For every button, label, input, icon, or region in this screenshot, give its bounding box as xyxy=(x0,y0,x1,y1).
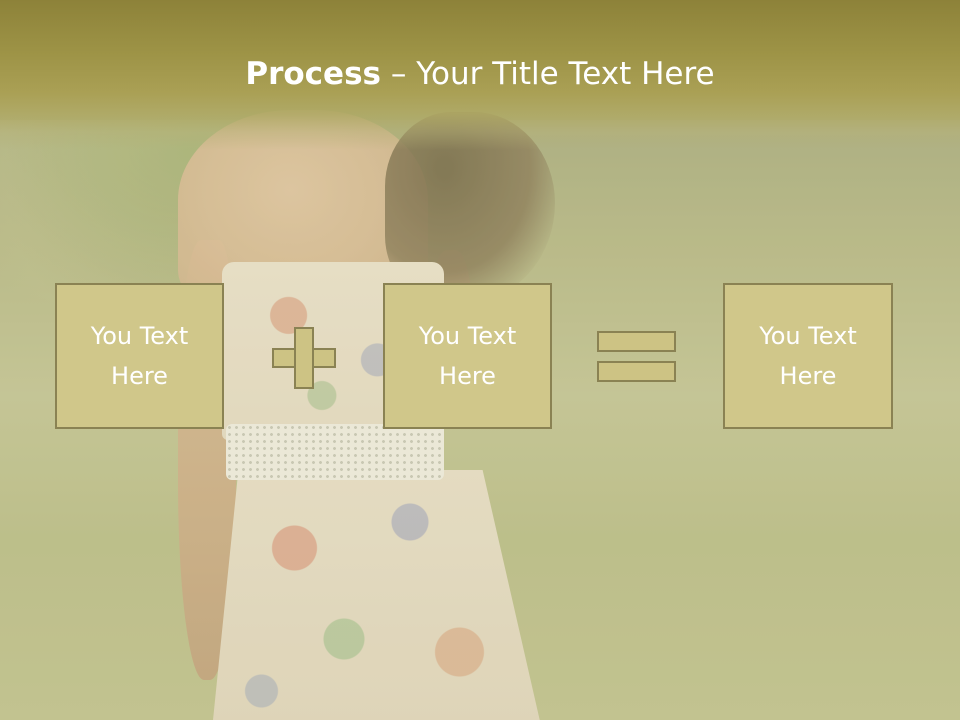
process-box-1-text: You Text Here xyxy=(90,322,189,390)
slide-title[interactable]: Process – Your Title Text Here xyxy=(0,52,960,96)
process-box-1[interactable]: You Text Here xyxy=(55,283,224,429)
figure-dress-skirt xyxy=(212,470,542,720)
title-bold-part: Process xyxy=(245,56,381,92)
title-bar xyxy=(0,0,960,150)
process-box-2-text: You Text Here xyxy=(418,322,517,390)
plus-icon xyxy=(272,327,336,389)
process-box-3[interactable]: You Text Here xyxy=(723,283,893,429)
title-regular-part: – Your Title Text Here xyxy=(381,56,715,92)
equals-icon xyxy=(597,331,676,383)
figure-belt xyxy=(226,424,444,480)
process-box-2[interactable]: You Text Here xyxy=(383,283,552,429)
process-box-3-text: You Text Here xyxy=(759,322,857,390)
